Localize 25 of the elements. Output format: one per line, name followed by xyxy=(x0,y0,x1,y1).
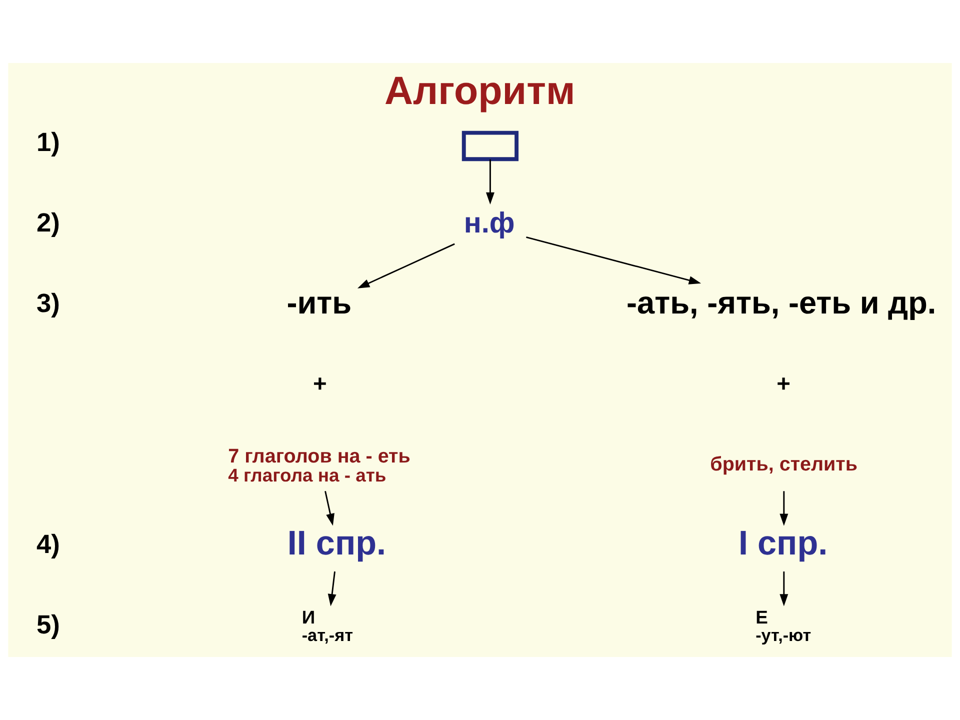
node-text: I спр. xyxy=(738,524,828,563)
arrow xyxy=(486,159,494,205)
node-text: 7 глаголов на - еть 4 глагола на - ать xyxy=(228,446,410,486)
node-text: брить, стелить xyxy=(710,454,858,476)
label: 2) xyxy=(36,208,60,238)
node-text: И -ат,-ят xyxy=(302,606,353,646)
diagram-title: Алгоритм xyxy=(384,68,576,113)
arrow xyxy=(324,490,334,526)
label: + xyxy=(776,371,791,398)
node-text: II спр. xyxy=(287,524,386,563)
node-box xyxy=(462,130,519,162)
arrow xyxy=(780,571,788,606)
node-text: н.ф xyxy=(464,207,515,240)
arrow xyxy=(780,491,788,526)
label: 1) xyxy=(36,127,60,158)
arrow xyxy=(328,571,336,606)
node-text: Е -ут,-ют xyxy=(756,606,812,646)
node-text: -ить xyxy=(286,284,352,321)
label: 3) xyxy=(36,288,60,318)
label: 5) xyxy=(36,609,60,640)
label: + xyxy=(313,371,327,398)
label: 4) xyxy=(36,528,60,559)
arrow xyxy=(357,243,455,288)
arrow xyxy=(526,236,702,284)
node-text: -ать, -ять, -еть и др. xyxy=(626,284,936,321)
